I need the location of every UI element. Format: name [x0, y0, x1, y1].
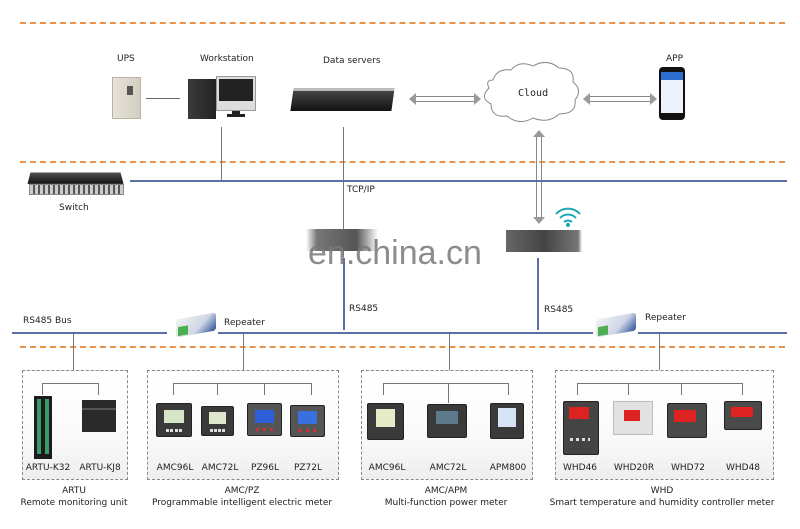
device-label: AMC96L — [156, 463, 194, 473]
whd46-icon — [563, 401, 599, 455]
switch-icon — [27, 172, 124, 184]
amc96l-icon — [367, 403, 404, 440]
artu-branch-drop-2 — [98, 383, 99, 395]
ups-workstation-link — [146, 98, 180, 99]
ups-icon — [112, 77, 141, 119]
ups-label: UPS — [117, 54, 135, 64]
device-label: ARTU-KJ8 — [79, 463, 121, 473]
device-label: WHD20R — [613, 463, 655, 473]
amc-pz-drop-1 — [173, 383, 174, 395]
workstation-tower-icon — [188, 79, 216, 119]
artu-k32-icon — [34, 396, 52, 459]
whd48-icon — [724, 401, 762, 430]
artu-branch-drop-1 — [42, 383, 43, 395]
whd20r-icon — [613, 401, 653, 435]
group-title: AMC/PZ — [224, 486, 260, 496]
amc96l-icon — [156, 403, 192, 437]
pz96l-icon — [247, 403, 282, 436]
smartphone-icon — [659, 67, 685, 120]
cloud-gateway-arrow — [533, 130, 545, 224]
amc-apm-branch — [383, 383, 509, 384]
repeater-left-icon — [176, 312, 216, 338]
amc72l-icon — [427, 404, 467, 438]
layer-divider-field — [20, 346, 785, 348]
amc-apm-drop-2 — [448, 383, 449, 403]
layer-divider-management — [20, 161, 785, 163]
drop-line-amc-pz — [243, 333, 244, 383]
workstation-icon — [216, 76, 256, 117]
amc-pz-drop-2 — [217, 383, 218, 395]
server-uplink — [343, 127, 344, 257]
cloud-icon — [484, 62, 579, 122]
whd-drop-3 — [681, 383, 682, 395]
rs485-left-riser — [343, 258, 345, 330]
rs485-left-label: RS485 — [349, 304, 379, 314]
group-title: WHD — [650, 486, 674, 496]
amc-apm-drop-3 — [508, 383, 509, 395]
server-icon — [290, 88, 395, 111]
device-label: APM800 — [489, 463, 527, 473]
whd-branch — [577, 383, 743, 384]
switch-ports — [29, 184, 124, 195]
group-subtitle: Remote monitoring unit — [20, 498, 128, 508]
group-subtitle: Programmable intelligent electric meter — [151, 498, 333, 508]
drop-line-artu — [73, 333, 74, 383]
wifi-icon — [555, 207, 581, 227]
apm800-icon — [490, 403, 524, 439]
amc-apm-drop-1 — [383, 383, 384, 395]
rs485-bus-segment-2 — [218, 332, 593, 334]
whd72-icon — [667, 403, 707, 438]
artu-kj8-icon — [82, 400, 116, 432]
device-label: WHD72 — [670, 463, 706, 473]
data-servers-label: Data servers — [323, 56, 381, 66]
repeater-right-label: Repeater — [645, 313, 686, 323]
drop-line-amc-apm — [449, 333, 450, 383]
amc72l-icon — [201, 406, 234, 436]
group-subtitle: Smart temperature and humidity controlle… — [549, 498, 775, 508]
group-title: ARTU — [62, 486, 86, 496]
artu-branch — [42, 383, 99, 384]
device-label: ARTU-K32 — [25, 463, 71, 473]
amc-pz-drop-3 — [264, 383, 265, 395]
whd-drop-4 — [742, 383, 743, 395]
device-label: PZ72L — [293, 463, 323, 473]
group-title: AMC/APM — [424, 486, 468, 496]
whd-drop-1 — [577, 383, 578, 395]
watermark: en.china.cn — [308, 234, 482, 272]
rs485-bus-segment-3 — [638, 332, 787, 334]
repeater-left-label: Repeater — [224, 318, 265, 328]
app-label: APP — [666, 54, 684, 64]
whd-drop-2 — [628, 383, 629, 395]
workstation-uplink — [221, 127, 222, 181]
device-label: WHD46 — [562, 463, 598, 473]
cloud-app-arrow — [583, 93, 657, 105]
device-label: AMC96L — [368, 463, 406, 473]
repeater-right-icon — [596, 312, 636, 338]
tcpip-backbone — [130, 180, 787, 182]
rs485-right-label: RS485 — [544, 305, 574, 315]
rs485-bus-label: RS485 Bus — [23, 316, 72, 326]
cloud-label: Cloud — [518, 88, 549, 99]
device-label: WHD48 — [725, 463, 761, 473]
device-label: PZ96L — [250, 463, 280, 473]
device-label: AMC72L — [429, 463, 467, 473]
server-cloud-arrow — [409, 93, 481, 105]
group-subtitle: Multi-function power meter — [384, 498, 508, 508]
layer-divider-top — [20, 22, 785, 24]
wireless-gateway-icon — [506, 230, 582, 252]
rs485-bus-segment-1 — [12, 332, 167, 334]
drop-line-whd — [659, 333, 660, 383]
workstation-label: Workstation — [200, 54, 254, 64]
rs485-right-riser — [537, 258, 539, 330]
amc-pz-drop-4 — [311, 383, 312, 395]
switch-label: Switch — [59, 203, 89, 213]
device-label: AMC72L — [201, 463, 239, 473]
gateway-icon — [306, 229, 378, 251]
amc-pz-branch — [173, 383, 312, 384]
pz72l-icon — [290, 405, 325, 437]
tcpip-label: TCP/IP — [347, 185, 375, 195]
